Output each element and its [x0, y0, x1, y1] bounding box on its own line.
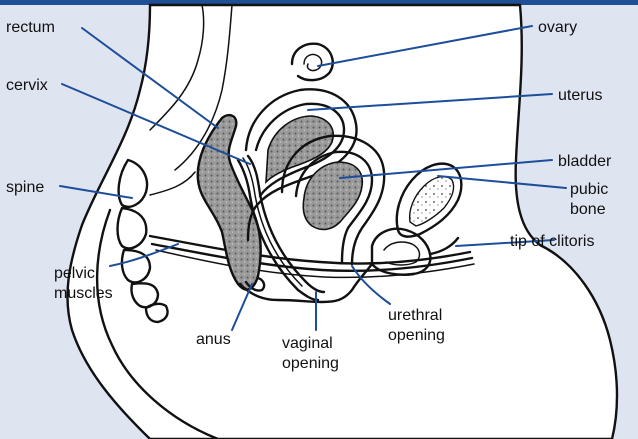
label-uterus: uterus: [558, 87, 602, 104]
label-anus: anus: [196, 331, 231, 348]
label-tip-of-clitoris: tip of clitoris: [510, 233, 594, 250]
label-rectum: rectum: [6, 19, 55, 36]
label-pelvic-muscles-line2: muscles: [54, 285, 113, 302]
label-pelvic-muscles-line1: pelvic: [54, 265, 95, 282]
label-pubic-bone-line1: pubic: [570, 181, 608, 198]
label-urethral-opening-line2: opening: [388, 327, 445, 344]
label-pubic-bone-line2: bone: [570, 201, 606, 218]
label-bladder: bladder: [558, 153, 612, 170]
label-cervix: cervix: [6, 77, 48, 94]
label-urethral-opening-line1: urethral: [388, 307, 442, 324]
label-ovary: ovary: [538, 19, 577, 36]
label-vaginal-opening-line2: opening: [282, 355, 339, 372]
label-vaginal-opening-line1: vaginal: [282, 335, 333, 352]
label-spine: spine: [6, 179, 44, 196]
